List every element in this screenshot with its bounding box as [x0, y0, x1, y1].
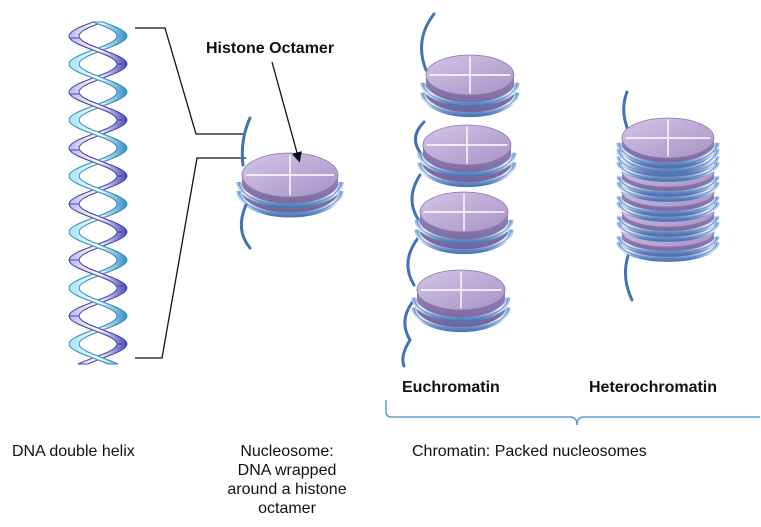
curly-brace-icon [386, 400, 760, 425]
euchromatin-stack-icon [403, 14, 517, 366]
euchromatin-disc-3 [417, 192, 511, 254]
euchromatin-disc-2 [420, 125, 514, 187]
zoom-bracket-icon [135, 28, 246, 358]
arrow-icon [272, 62, 299, 160]
nucleosome-icon [239, 118, 341, 248]
heterochromatin-label: Heterochromatin [589, 379, 717, 397]
euchromatin-disc-4 [414, 270, 508, 332]
euchromatin-label: Euchromatin [402, 379, 500, 397]
chromatin-label: Chromatin: Packed nucleosomes [412, 443, 647, 461]
heterochromatin-disc-top [619, 118, 717, 172]
nucleosome-label: Nucleosome: DNA wrapped around a histone… [198, 442, 376, 518]
heterochromatin-stack-icon [619, 92, 717, 300]
histone-octamer-label: Histone Octamer [206, 40, 334, 58]
nucleosome-disc [239, 153, 341, 217]
euchromatin-disc-1 [423, 55, 517, 117]
dna-double-helix-icon [69, 22, 127, 364]
dna-double-helix-label: DNA double helix [12, 443, 135, 461]
